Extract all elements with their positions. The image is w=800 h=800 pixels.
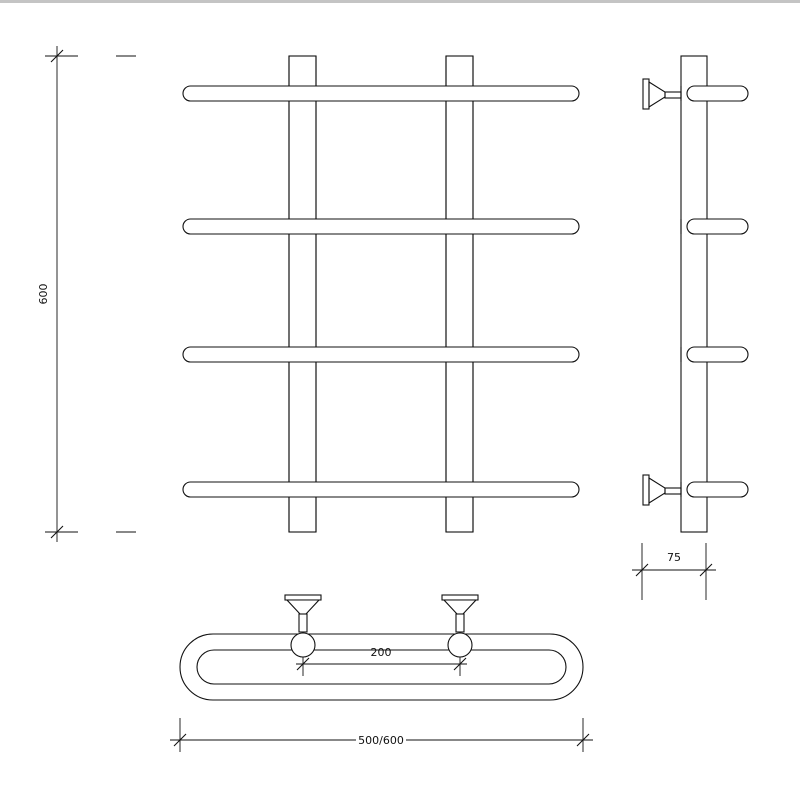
left-vertical-post xyxy=(288,55,317,533)
width-dimension: 500/600 xyxy=(170,718,593,752)
rail-1 xyxy=(182,85,580,102)
side-rail-2 xyxy=(686,218,749,235)
projection-label: 75 xyxy=(667,551,681,564)
top-loop-outer xyxy=(179,633,584,701)
top-view xyxy=(179,594,584,701)
projection-dimension: 75 xyxy=(632,543,716,600)
top-wall-bracket xyxy=(642,78,682,110)
rail-3 xyxy=(182,346,580,363)
top-rule xyxy=(0,0,800,3)
height-dimension: 600 xyxy=(37,46,136,542)
side-post xyxy=(680,55,708,533)
spacing-label: 200 xyxy=(371,646,392,659)
side-rail-3 xyxy=(686,346,749,363)
bottom-wall-bracket xyxy=(642,474,682,506)
top-view-left-bracket xyxy=(284,594,322,658)
right-vertical-post xyxy=(445,55,474,533)
top-view-right-bracket xyxy=(441,594,479,658)
rail-4 xyxy=(182,481,580,498)
side-view xyxy=(642,55,749,533)
side-rail-4 xyxy=(686,481,749,498)
height-label: 600 xyxy=(37,284,50,305)
rail-2 xyxy=(182,218,580,235)
top-loop-inner xyxy=(196,649,567,685)
spacing-dimension: 200 xyxy=(296,646,467,676)
side-rail-1 xyxy=(686,85,749,102)
width-label: 500/600 xyxy=(358,734,404,747)
front-view xyxy=(182,55,580,533)
